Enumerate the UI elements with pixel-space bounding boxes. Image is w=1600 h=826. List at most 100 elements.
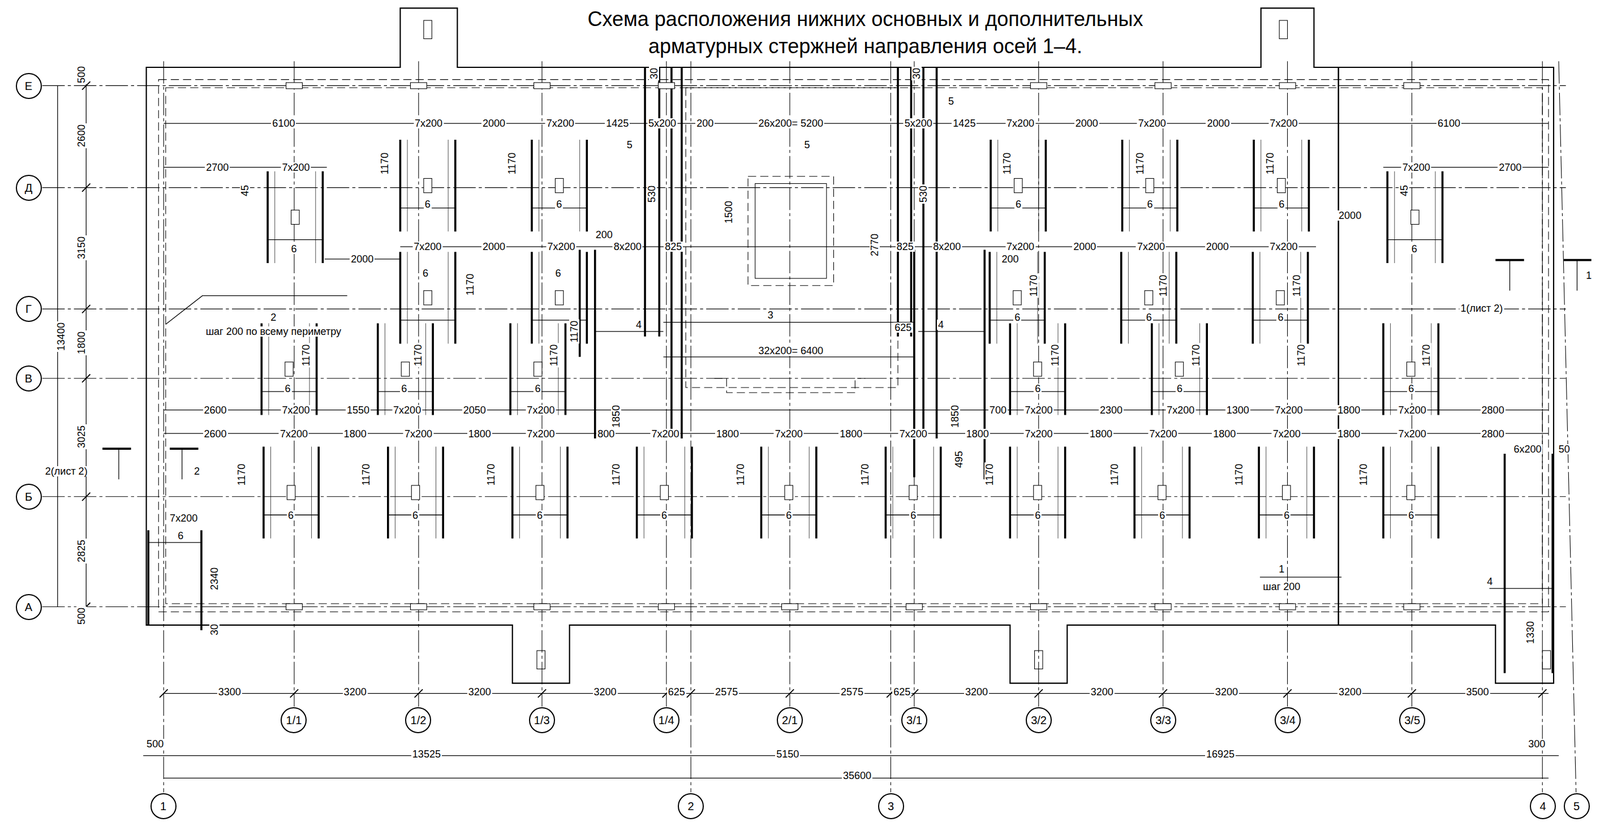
dimension-text: 7x200	[168, 513, 199, 524]
dimension-text-vertical: 2770	[869, 232, 880, 258]
dimension-text-vertical: 1170	[1358, 462, 1369, 487]
dimension-text: 2575	[839, 686, 865, 698]
dimension-text: 1800	[1336, 405, 1362, 416]
axis-bubble: 1/3	[528, 707, 556, 734]
axis-label: 1	[160, 800, 167, 812]
dimension-text-vertical: 45	[1399, 183, 1410, 198]
axis-bubble: 1/4	[653, 707, 680, 734]
dimension-text: 2000	[1074, 118, 1100, 129]
dimension-text: 7x200	[898, 428, 929, 440]
axis-label: 1/4	[658, 714, 675, 726]
dimension-text: 50	[1557, 444, 1572, 455]
dimension-text-vertical: 1170	[1134, 151, 1146, 176]
dimension-text: 200	[695, 118, 715, 129]
dimension-text: 6	[1407, 510, 1415, 521]
axis-label: А	[24, 601, 33, 613]
dimension-text: 6	[1282, 510, 1291, 521]
dimension-text: 2050	[462, 405, 488, 416]
dimension-text: 2	[269, 312, 278, 323]
dimension-text-vertical: 1170	[360, 462, 372, 487]
dimension-text: 16925	[1205, 749, 1236, 760]
dimension-text: 5	[803, 139, 812, 150]
dimension-text: 800	[596, 428, 616, 440]
axis-bubble: 1	[150, 793, 177, 820]
dimension-text-vertical: 30	[911, 66, 922, 81]
dimension-text-vertical: 1170	[236, 462, 247, 487]
dimension-text: 1800	[715, 428, 741, 440]
dimension-text: 7x200	[1271, 428, 1302, 440]
dimension-text-vertical: 1170	[1233, 462, 1245, 487]
dimension-text: 7x200	[1024, 405, 1055, 416]
dimension-text: 1550	[345, 405, 371, 416]
dimension-text-vertical: 1170	[1265, 151, 1276, 176]
dimension-text-vertical: 500	[76, 606, 87, 626]
dimension-text: 5	[625, 139, 634, 150]
dimension-text: 2000	[481, 241, 507, 252]
axis-bubble: 3/2	[1025, 707, 1052, 734]
dimension-text-vertical: 1170	[379, 151, 390, 176]
dimension-text-vertical: 1800	[76, 330, 87, 356]
dimension-text: 7x200	[1268, 118, 1299, 129]
dimension-text: 2700	[1497, 162, 1523, 173]
dimension-text: 6x200	[1512, 444, 1543, 455]
axis-label: 3/3	[1155, 714, 1172, 726]
dimension-text-vertical: 2340	[209, 566, 220, 592]
dimension-text-vertical: 1170	[1001, 151, 1013, 176]
dimension-text: 2	[192, 466, 201, 477]
dimension-text: 1800	[1211, 428, 1237, 440]
dimension-text: 7x200	[281, 405, 312, 416]
axis-bubble: 3/5	[1399, 707, 1426, 734]
dimension-text: 4	[1485, 576, 1494, 587]
dimension-text-vertical: 1170	[1109, 462, 1120, 487]
dimension-text: 6	[1033, 383, 1042, 394]
dimension-text: 7x200	[1005, 118, 1036, 129]
dimension-text: 7x200	[1024, 428, 1055, 440]
dimension-text: 1800	[342, 428, 368, 440]
dimension-text-vertical: 1170	[611, 462, 622, 487]
dimension-text: 625	[667, 686, 687, 698]
dimension-text-vertical: 1170	[506, 151, 518, 176]
dimension-text: 5150	[775, 749, 800, 760]
dimension-text-vertical: 1170	[984, 462, 995, 487]
dimension-text: 1800	[467, 428, 493, 440]
dimension-text: 7x200	[525, 405, 556, 416]
dimension-text: 2000	[1205, 118, 1231, 129]
axis-label: Б	[24, 491, 33, 503]
axis-label: 1/2	[410, 714, 427, 726]
dimension-text: 6	[286, 510, 295, 521]
dimension-text: 2(лист 2)	[44, 466, 89, 477]
dimension-text: 625	[892, 686, 912, 698]
dimension-text-vertical: 30	[648, 66, 660, 81]
dimension-text: 2000	[1337, 210, 1363, 221]
dimension-text: 6	[909, 510, 918, 521]
dimension-text: 6	[554, 268, 563, 279]
dimension-text: 26x200= 5200	[757, 118, 825, 129]
dimension-text-vertical: 1850	[611, 403, 622, 429]
dimension-text-vertical: 1500	[723, 199, 734, 225]
dimension-text: 1	[1584, 270, 1593, 281]
axis-label: В	[24, 372, 33, 385]
axis-bubble: 3/4	[1274, 707, 1301, 734]
dimension-text: 6	[1158, 510, 1167, 521]
dimension-text: 6	[1033, 510, 1042, 521]
dimension-text: 300	[1527, 738, 1547, 750]
dimension-text: 7x200	[545, 118, 576, 129]
dimension-text: 3200	[467, 686, 493, 698]
dimension-text: 7x200	[413, 118, 444, 129]
dimension-text: 3200	[1214, 686, 1240, 698]
axis-bubble: В	[15, 365, 42, 392]
axis-bubble: 3	[878, 793, 905, 820]
axis-label: 2/1	[781, 714, 798, 726]
axis-label: 5	[1573, 800, 1580, 812]
dimension-text-vertical: 500	[76, 65, 87, 85]
dimension-text: 5x200	[647, 118, 678, 129]
dimension-text-vertical: 1170	[1296, 342, 1307, 368]
dimension-text: 2300	[1098, 405, 1124, 416]
dimension-text: 7x200	[281, 162, 312, 173]
dimension-text: 3300	[217, 686, 243, 698]
dimension-text: 2575	[714, 686, 739, 698]
dimension-text: 6	[1407, 383, 1415, 394]
axis-bubble: Г	[15, 295, 42, 322]
dimension-text: 6	[660, 510, 669, 521]
dimension-text: 6	[411, 510, 420, 521]
